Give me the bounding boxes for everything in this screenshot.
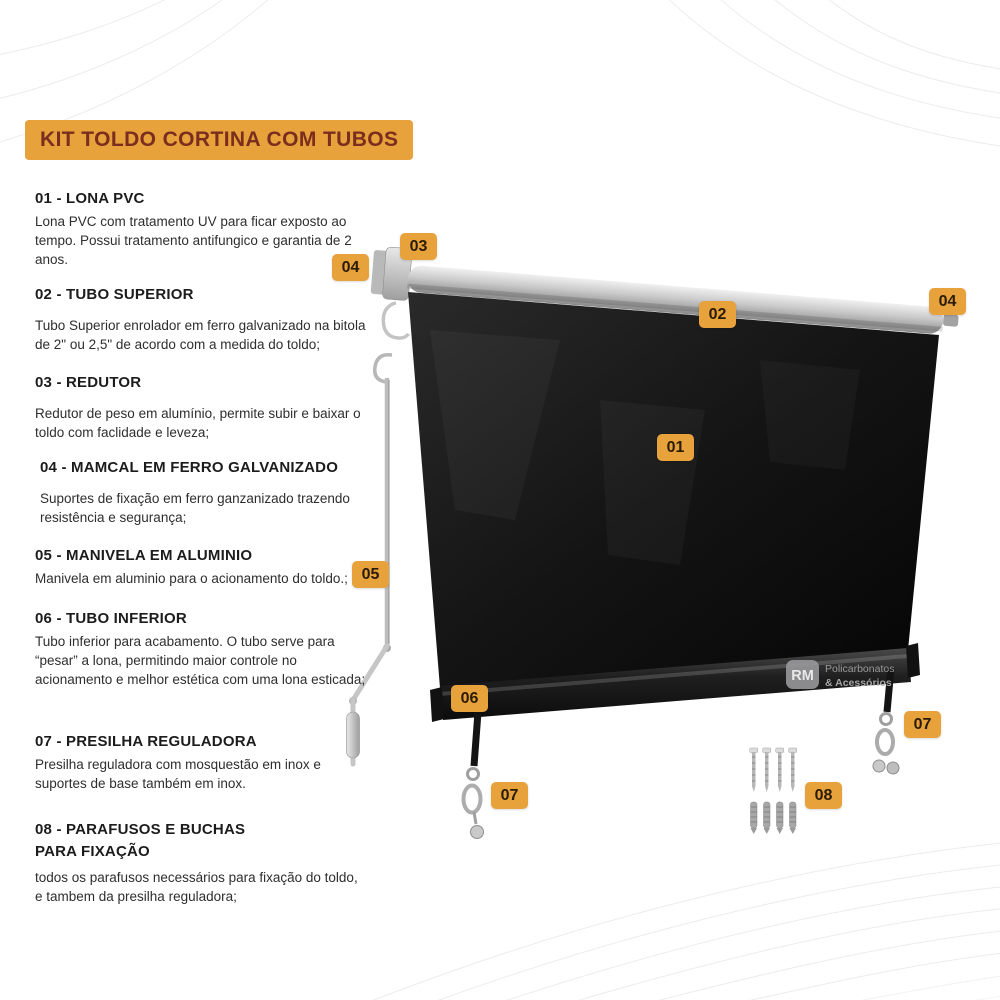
part-heading-07: 07 - PRESILHA REGULADORA (35, 733, 257, 750)
part-description-06: Tubo inferior para acabamento. O tubo se… (35, 634, 366, 688)
part-item-06: 06 - TUBO INFERIOR Tubo inferior para ac… (35, 610, 367, 689)
part-badge-04-right: 04 (929, 288, 966, 315)
right-hook-illustration (872, 667, 900, 775)
part-item-04: 04 - MAMCAL EM FERRO GALVANIZADO Suporte… (35, 459, 367, 527)
part-description-08: todos os parafusos necessários para fixa… (35, 869, 358, 904)
part-badge-02: 02 (699, 301, 736, 328)
part-description-05: Manivela em aluminio para o acionamento … (35, 571, 348, 586)
crank-handle-illustration (346, 353, 393, 767)
part-badge-03: 03 (400, 233, 437, 260)
part-item-07: 07 - PRESILHA REGULADORA Presilha regula… (35, 733, 367, 793)
screws-anchors-illustration (749, 747, 797, 834)
pvc-canvas-illustration (408, 292, 939, 688)
part-description-04: Suportes de fixação em ferro ganzanizado… (40, 491, 350, 526)
brand-line1: Policarbonatos (825, 663, 894, 675)
part-description-01: Lona PVC com tratamento UV para ficar ex… (35, 214, 352, 268)
part-heading-01: 01 - LONA PVC (35, 190, 145, 207)
roller-tube-illustration (370, 246, 959, 340)
part-item-02: 02 - TUBO SUPERIOR Tubo Superior enrolad… (35, 286, 367, 354)
part-heading-02: 02 - TUBO SUPERIOR (35, 286, 194, 303)
page-title: KIT TOLDO CORTINA COM TUBOS (25, 120, 414, 160)
part-badge-06: 06 (451, 685, 488, 712)
part-badge-05: 05 (352, 561, 389, 588)
part-description-02: Tubo Superior enrolador em ferro galvani… (35, 318, 366, 353)
part-heading-04: 04 - MAMCAL EM FERRO GALVANIZADO (40, 459, 339, 476)
part-heading-03: 03 - REDUTOR (35, 374, 142, 391)
part-description-03: Redutor de peso em alumínio, permite sub… (35, 406, 361, 441)
part-heading-08: 08 - PARAFUSOS E BUCHAS PARA FIXAÇÃO (35, 821, 246, 860)
part-badge-07-bottom: 07 (491, 782, 528, 809)
part-badge-01: 01 (657, 434, 694, 461)
part-item-08: 08 - PARAFUSOS E BUCHAS PARA FIXAÇÃO tod… (35, 819, 367, 906)
brand-watermark: RM Policarbonatos & Acessórios (786, 660, 894, 689)
part-heading-05: 05 - MANIVELA EM ALUMINIO (35, 547, 253, 564)
part-heading-06: 06 - TUBO INFERIOR (35, 610, 187, 627)
brand-line2: & Acessórios (825, 677, 892, 689)
part-badge-08: 08 (805, 782, 842, 809)
part-item-05: 05 - MANIVELA EM ALUMINIO Manivela em al… (35, 547, 367, 588)
part-badge-04-left: 04 (332, 254, 369, 281)
part-item-03: 03 - REDUTOR Redutor de peso em alumínio… (35, 374, 367, 442)
part-description-07: Presilha reguladora com mosquestão em in… (35, 757, 321, 792)
brand-initials: RM (791, 668, 814, 684)
part-item-01: 01 - LONA PVC Lona PVC com tratamento UV… (35, 190, 367, 269)
left-hook-illustration (461, 711, 484, 839)
part-badge-07-right: 07 (904, 711, 941, 738)
